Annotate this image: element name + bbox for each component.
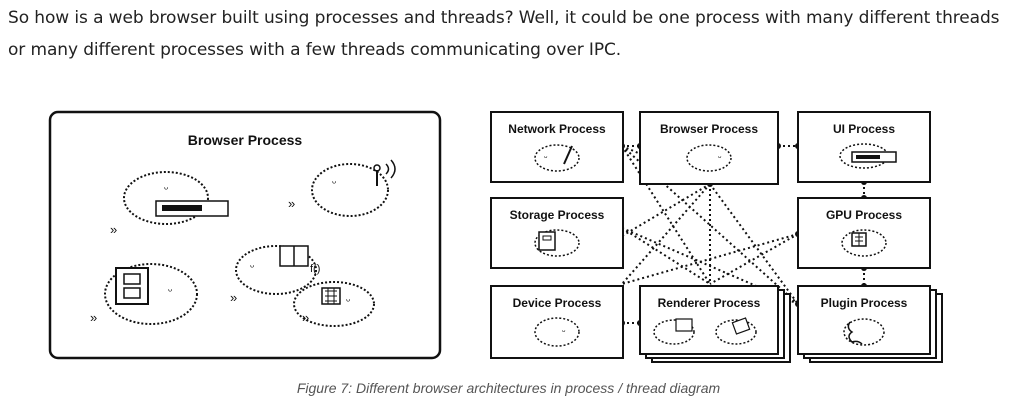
architecture-diagram: Browser Process » ᵕ » ᵕ » ᵕ (48, 110, 943, 363)
gpu-process-label: GPU Process (826, 208, 902, 222)
network-process-box: Network Process ᵕ (490, 111, 624, 183)
svg-text:ᵕ: ᵕ (544, 152, 548, 162)
device-process-box: Device Process ᵕ (490, 285, 624, 359)
thread-gpu-icon: » ᵕ (293, 281, 375, 327)
plugin-process-box: Plugin Process (797, 285, 943, 363)
thread-renderer-icon: f() » ᵕ (230, 245, 320, 305)
multi-process-panel: Network Process ᵕ Browser Process ᵕ UI P… (490, 111, 943, 363)
svg-text:»: » (288, 196, 295, 211)
renderer-process-label: Renderer Process (658, 296, 761, 310)
ui-process-label: UI Process (833, 122, 895, 136)
svg-text:ᵕ: ᵕ (168, 285, 172, 297)
ui-process-box: UI Process (797, 111, 931, 183)
single-process-title: Browser Process (188, 132, 303, 148)
storage-process-label: Storage Process (510, 208, 605, 222)
intro-paragraph: So how is a web browser built using proc… (8, 8, 1000, 60)
browser-process-box: Browser Process ᵕ (639, 111, 779, 185)
thread-network-icon: » ᵕ (288, 159, 396, 217)
network-process-label: Network Process (508, 122, 606, 136)
plugin-process-label: Plugin Process (821, 296, 908, 310)
renderer-process-box: Renderer Process (639, 285, 791, 363)
svg-text:»: » (230, 290, 237, 305)
svg-text:f(): f() (310, 263, 320, 275)
svg-text:»: » (110, 222, 117, 237)
svg-text:ᵕ: ᵕ (346, 295, 350, 307)
figure-caption: Figure 7: Different browser architecture… (296, 380, 721, 396)
book-icon (675, 318, 693, 332)
single-process-panel: Browser Process » ᵕ » ᵕ » ᵕ (48, 110, 442, 360)
svg-text:ᵕ: ᵕ (332, 177, 336, 189)
storage-process-box: Storage Process (490, 197, 624, 269)
thread-ui-icon: » ᵕ (110, 171, 229, 237)
browser-process-label: Browser Process (660, 122, 758, 136)
puzzle-icon (847, 321, 863, 345)
gpu-process-box: GPU Process (797, 197, 931, 269)
svg-text:ᵕ: ᵕ (718, 152, 722, 162)
svg-text:ᵕ: ᵕ (250, 261, 254, 273)
device-process-label: Device Process (513, 296, 602, 310)
svg-text:ᵕ: ᵕ (562, 326, 566, 336)
thread-storage-icon: » ᵕ (90, 263, 198, 325)
svg-text:ᵕ: ᵕ (164, 183, 168, 195)
cabinet-icon (538, 231, 556, 251)
svg-text:»: » (90, 310, 97, 325)
wrench-icon (563, 145, 573, 165)
svg-text:»: » (302, 310, 309, 325)
